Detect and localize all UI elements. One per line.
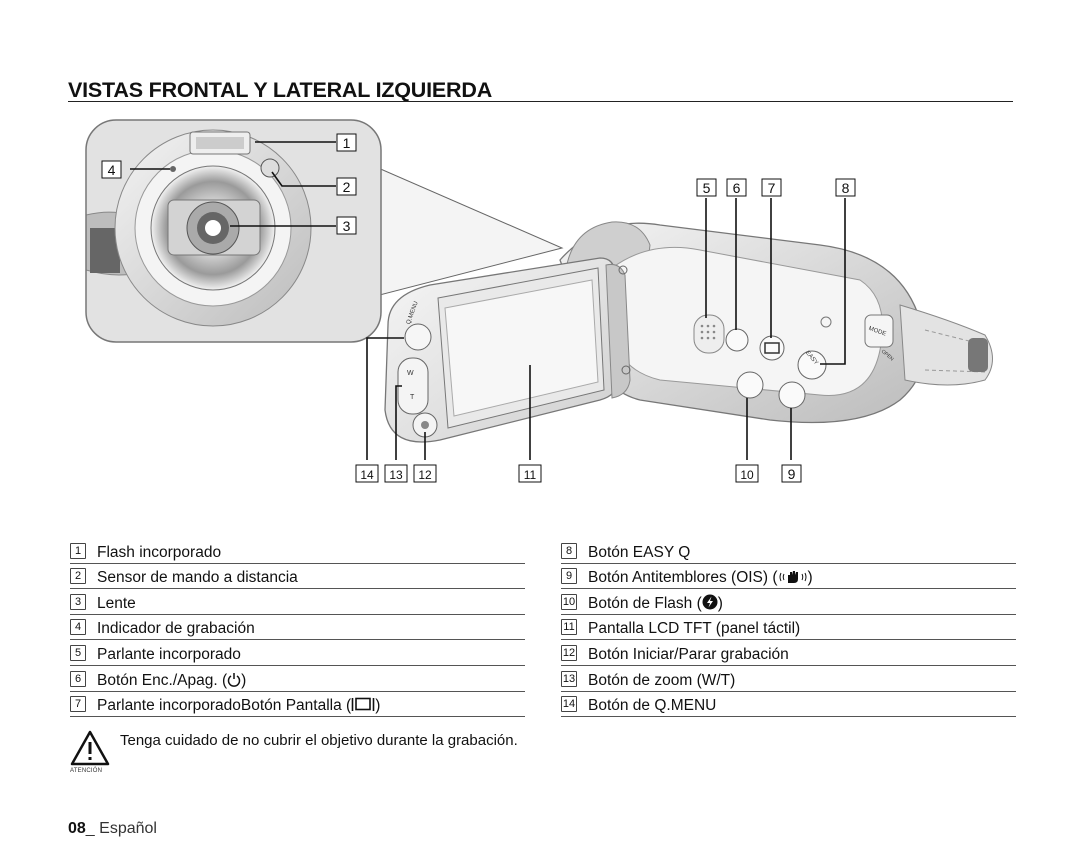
svg-text:12: 12 — [418, 468, 432, 482]
legend-item: 14 Botón de Q.MENU — [561, 692, 1016, 718]
legend-label: Sensor de mando a distancia — [97, 569, 298, 587]
svg-text:1: 1 — [343, 135, 351, 151]
legend-suffix: ) — [717, 594, 723, 612]
display-icon — [351, 697, 375, 712]
svg-text:3: 3 — [343, 218, 351, 234]
svg-text:9: 9 — [788, 466, 796, 482]
legend-label: Indicador de grabación — [97, 620, 255, 638]
legend-right: 8 Botón EASY Q 9 Botón Antitemblores (OIS)… — [561, 538, 1016, 718]
svg-text:8: 8 — [842, 180, 850, 196]
svg-text:2: 2 — [343, 179, 351, 195]
legend-number: 3 — [70, 593, 86, 610]
legend-item: 8 Botón EASY Q — [561, 538, 1016, 564]
legend-item: 7 Parlante incorporadoBotón Pantalla () — [70, 692, 525, 718]
legend-item: 5 Parlante incorporado — [70, 640, 525, 666]
legend-suffix: ) — [241, 671, 247, 689]
legend-item: 11 Pantalla LCD TFT (panel táctil) — [561, 615, 1016, 641]
legend-item: 6 Botón Enc./Apag. () — [70, 666, 525, 692]
callout-5: 5 — [696, 178, 717, 197]
legend-label: Pantalla LCD TFT (panel táctil) — [588, 620, 801, 638]
legend-label: Parlante incorporado — [97, 645, 241, 663]
legend-number: 4 — [70, 619, 86, 636]
legend-label: Botón de Flash ( — [588, 594, 702, 612]
legend-item: 3 Lente — [70, 589, 525, 615]
legend-item: 13 Botón de zoom (W/T) — [561, 666, 1016, 692]
caution-text: Tenga cuidado de no cubrir el objetivo d… — [120, 732, 518, 749]
page-number: 08 — [68, 820, 86, 837]
zoom-t-label: T — [410, 394, 415, 401]
legend-label: Botón de Q.MENU — [588, 697, 717, 715]
camera-illustration: Q.MENU W T EASY MODE OPEN 1 2 3 4 5 6 7 … — [85, 119, 993, 483]
svg-text:5: 5 — [703, 180, 711, 196]
legend-number: 9 — [561, 568, 577, 585]
zoom-w-label: W — [407, 370, 414, 377]
svg-text:13: 13 — [389, 468, 403, 482]
legend-item: 2 Sensor de mando a distancia — [70, 564, 525, 590]
svg-text:6: 6 — [733, 180, 741, 196]
legend-label: Botón Antitemblores (OIS) ( — [588, 569, 778, 587]
legend-item: 4 Indicador de grabación — [70, 615, 525, 641]
front-view-inset — [86, 120, 381, 342]
page-footer: 08_ Español — [68, 820, 157, 838]
legend-left: 1 Flash incorporado 2 Sensor de mando a di… — [70, 538, 525, 718]
legend-number: 11 — [561, 619, 577, 636]
legend-number: 13 — [561, 670, 577, 687]
legend-number: 8 — [561, 542, 577, 559]
callout-11: 11 — [518, 464, 542, 483]
svg-text:7: 7 — [768, 180, 776, 196]
power-icon — [227, 672, 241, 687]
callout-8: 8 — [835, 178, 856, 197]
footer-separator: _ — [85, 820, 100, 837]
camcorder-body — [559, 221, 993, 424]
svg-text:10: 10 — [740, 468, 754, 482]
legend-number: 5 — [70, 644, 86, 661]
legend-label: Botón Iniciar/Parar grabación — [588, 645, 789, 663]
legend-item: 10 Botón de Flash () — [561, 589, 1016, 615]
legend-number: 12 — [561, 644, 577, 661]
flash-icon — [702, 594, 718, 610]
callout-10: 10 — [735, 464, 759, 483]
callout-1: 1 — [336, 133, 357, 152]
callout-4: 4 — [101, 160, 122, 179]
hand-shake-icon — [779, 571, 807, 584]
legend-number: 7 — [70, 696, 86, 713]
legend-number: 10 — [561, 593, 577, 610]
svg-text:4: 4 — [108, 162, 116, 178]
callout-3: 3 — [336, 216, 357, 235]
legend-item: 12 Botón Iniciar/Parar grabación — [561, 640, 1016, 666]
callout-2: 2 — [336, 177, 357, 196]
legend-number: 1 — [70, 542, 86, 559]
legend-number: 6 — [70, 670, 86, 687]
legend-label: Botón Enc./Apag. ( — [97, 671, 228, 689]
mode-label: MODE — [868, 326, 887, 338]
warning-triangle-icon — [70, 730, 110, 766]
callout-6: 6 — [726, 178, 747, 197]
legend-label: Lente — [97, 594, 136, 612]
legend-number: 2 — [70, 568, 86, 585]
svg-text:11: 11 — [524, 468, 537, 482]
callout-7: 7 — [761, 178, 782, 197]
legend-item: 1 Flash incorporado — [70, 538, 525, 564]
callout-12: 12 — [413, 464, 437, 483]
page-language: Español — [99, 820, 157, 837]
legend-item: 9 Botón Antitemblores (OIS) () — [561, 564, 1016, 590]
svg-text:14: 14 — [360, 468, 374, 482]
legend-suffix: ) — [375, 697, 381, 715]
callout-13: 13 — [384, 464, 408, 483]
lcd-panel — [384, 257, 631, 443]
legend-label: Flash incorporado — [97, 543, 222, 561]
legend-label: Parlante incorporadoBotón Pantalla ( — [97, 697, 352, 715]
title-divider — [68, 101, 1013, 102]
legend-label: Botón EASY Q — [588, 543, 691, 561]
caution-caption: ATENCIÓN — [70, 768, 103, 774]
legend-suffix: ) — [807, 569, 813, 587]
callout-14: 14 — [355, 464, 379, 483]
callout-9: 9 — [781, 464, 802, 483]
legend-number: 14 — [561, 696, 577, 713]
page-title: VISTAS FRONTAL Y LATERAL IZQUIERDA — [68, 78, 493, 102]
legend-label: Botón de zoom (W/T) — [588, 671, 736, 689]
